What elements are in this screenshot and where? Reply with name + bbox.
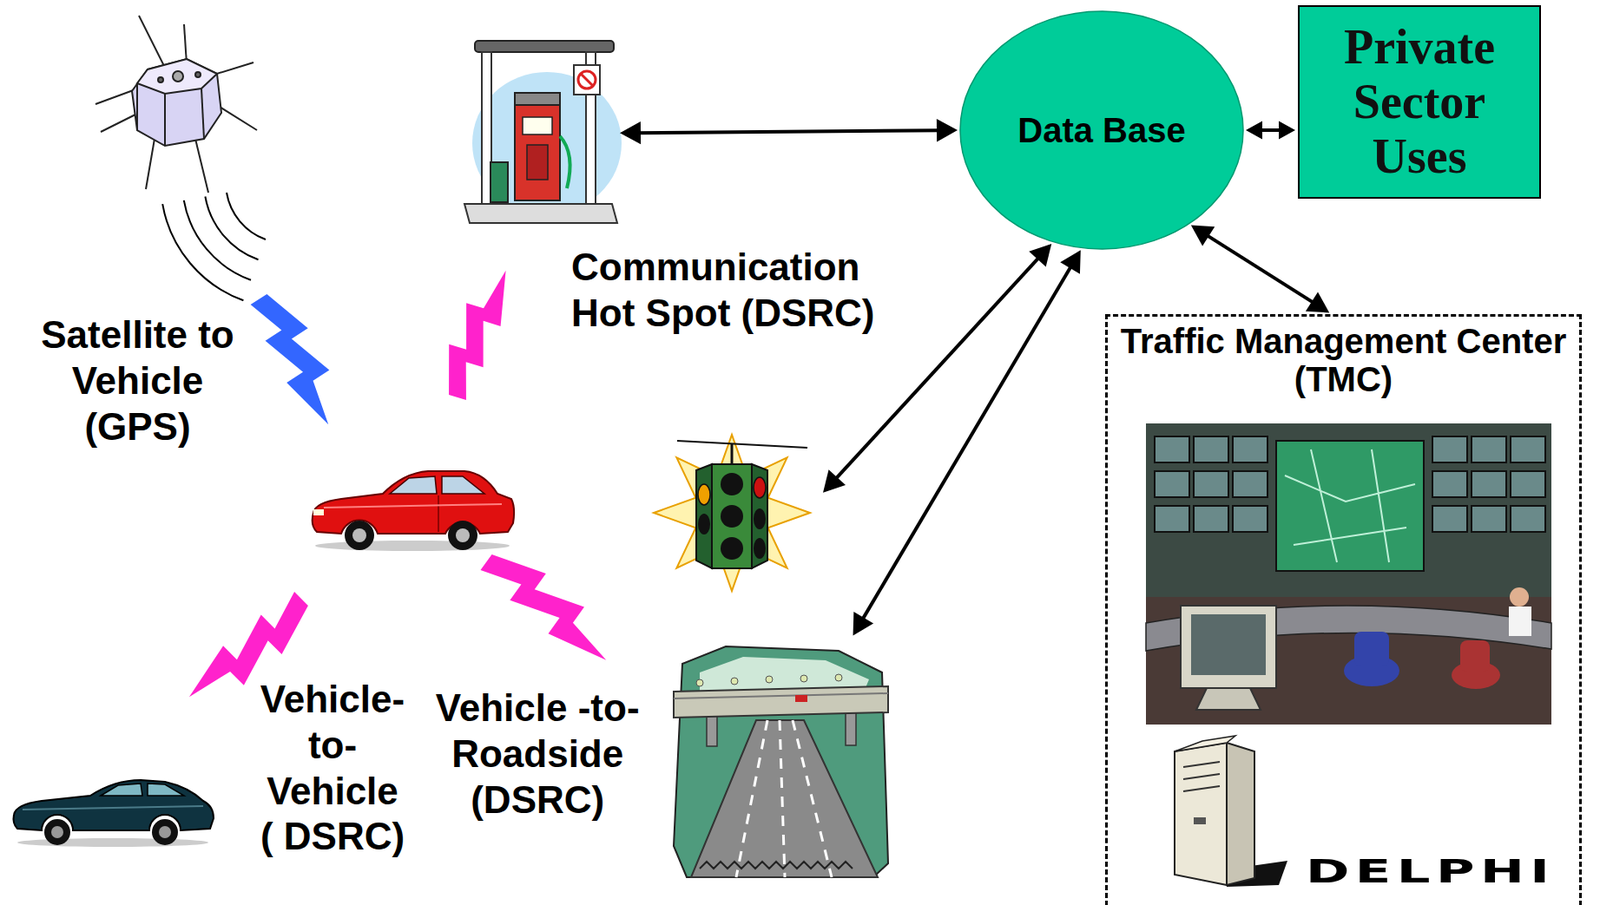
- arrow-head: [619, 121, 641, 145]
- arrow-head: [936, 118, 958, 142]
- arrow-shaft: [636, 130, 942, 133]
- arrow-head: [1060, 250, 1081, 274]
- database-ellipse: Data Base: [958, 9, 1245, 251]
- highway: [673, 646, 889, 878]
- traffic-signal-icon: [642, 434, 822, 593]
- brand-logo: DELPHI: [1305, 852, 1555, 893]
- tmc-region: Traffic Management Center (TMC): [1105, 314, 1582, 905]
- arrow-shaft: [1204, 234, 1316, 304]
- double-arrow: [1245, 121, 1296, 140]
- control-room-photo: [1145, 423, 1552, 725]
- red-car: [312, 471, 514, 552]
- link-label: Satellite to Vehicle (GPS): [37, 312, 238, 450]
- node-label: Data Base: [1017, 110, 1186, 151]
- double-arrow: [619, 118, 958, 145]
- black-car: [13, 780, 215, 848]
- hotspot-icon: Communication Hot Spot (DSRC): [464, 40, 618, 230]
- node-caption: Communication Hot Spot (DSRC): [571, 244, 885, 337]
- computer-tower: [1174, 736, 1288, 888]
- arrow-shaft: [861, 264, 1073, 622]
- arrow-shaft: [1258, 128, 1283, 132]
- link-label: Vehicle- to- Vehicle ( DSRC): [256, 677, 409, 861]
- arrow-head: [1028, 243, 1052, 268]
- region-title: Traffic Management Center (TMC): [1111, 322, 1576, 399]
- arrow-head: [1278, 121, 1296, 140]
- gas-station: [464, 40, 622, 224]
- private-sector-box: Private Sector Uses: [1297, 5, 1541, 199]
- link-label: Vehicle -to- Roadside (DSRC): [430, 685, 645, 824]
- arrow-head: [1305, 291, 1330, 313]
- arrow-head: [1191, 225, 1215, 247]
- double-arrow: [853, 250, 1081, 636]
- arrow-head: [1245, 121, 1263, 140]
- arrow-head: [823, 469, 846, 494]
- lightning-bolts: [180, 261, 627, 723]
- ellipse-fill: [960, 11, 1244, 250]
- double-arrow: [1191, 225, 1330, 314]
- roadside-icon: [673, 638, 889, 878]
- traffic-light: [653, 434, 810, 592]
- arrow-head: [853, 612, 875, 636]
- satellite-icon: [95, 15, 257, 193]
- node-label: Private Sector Uses: [1331, 19, 1508, 184]
- radio-waves: [162, 192, 266, 301]
